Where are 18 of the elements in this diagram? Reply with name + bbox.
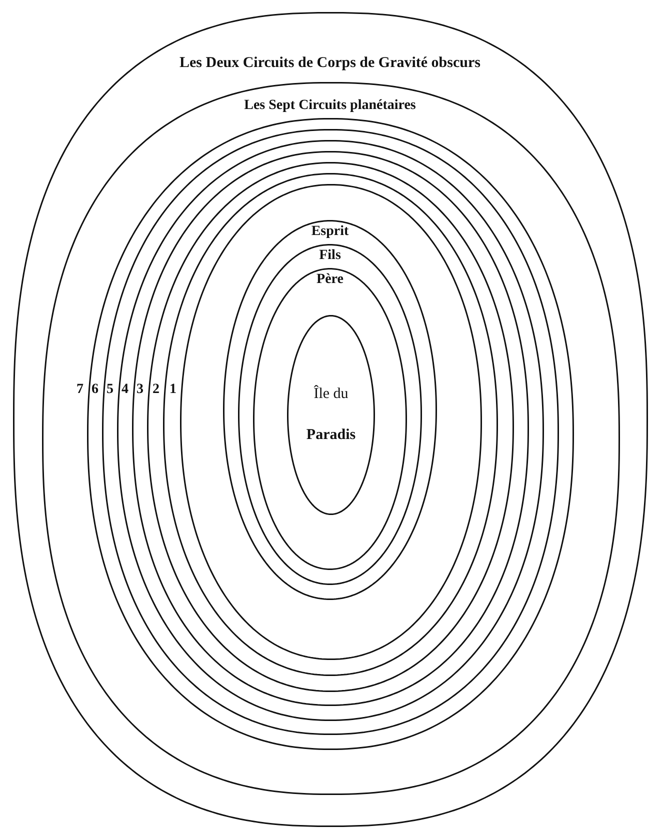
ring-label: Esprit [311,224,349,240]
ring-number: 6 [92,382,98,398]
ring-number: 2 [152,382,160,398]
ring-number: 1 [170,382,176,398]
ring-label: Père [316,272,344,288]
ring-number: 3 [136,382,144,398]
orbit-ring [42,82,620,795]
ring-number: 5 [106,382,114,398]
ring-number: 7 [76,382,84,398]
group-title: Les Deux Circuits de Corps de Gravité obscurs [180,54,480,72]
orbit-ring [253,268,407,570]
ring-number: 4 [122,382,128,398]
orbit-ring [223,220,437,600]
orbit-ring [13,12,648,827]
ring-label: Fils [319,248,341,264]
center-label: Île du Paradis [306,384,356,445]
group-title: Les Sept Circuits planétaires [244,97,416,114]
orbit-ring [238,244,422,585]
